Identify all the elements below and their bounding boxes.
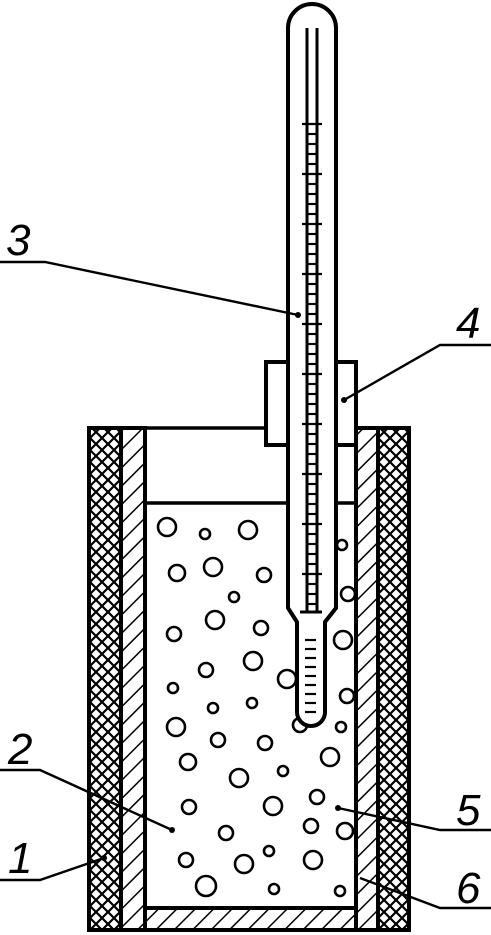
bubble: [319, 746, 341, 768]
bubble: [233, 853, 255, 875]
bubble: [267, 882, 281, 896]
bubble: [237, 519, 259, 541]
label-1: 1: [8, 834, 32, 883]
bubble: [332, 629, 354, 651]
bubble: [338, 687, 356, 705]
bubble: [197, 661, 215, 679]
outer-insulation: [87, 426, 411, 932]
bubble: [334, 720, 348, 734]
bubble: [228, 767, 250, 789]
bubble: [245, 696, 259, 710]
bubble: [204, 609, 226, 631]
bubble: [165, 716, 187, 738]
bubble: [198, 527, 212, 541]
bubble: [308, 788, 326, 806]
bubble: [156, 516, 178, 538]
leader-lines: [0, 260, 491, 910]
bubble: [339, 585, 357, 603]
bubble: [165, 625, 183, 643]
bubble: [209, 731, 227, 749]
bubble: [262, 844, 276, 858]
bubble: [252, 619, 270, 637]
bubble: [217, 824, 235, 842]
bubble: [276, 668, 298, 690]
bubble: [206, 701, 220, 715]
label-5: 5: [456, 786, 481, 835]
bubble: [227, 590, 241, 604]
bubble: [180, 798, 198, 816]
bubble: [335, 821, 355, 841]
bubble: [242, 650, 264, 672]
bubble: [177, 851, 195, 869]
bubble: [167, 563, 187, 583]
bubble: [194, 874, 218, 898]
bubble: [255, 566, 273, 584]
bubble: [166, 681, 180, 695]
bubble: [178, 752, 198, 772]
bubble: [333, 884, 347, 898]
thermometer-scale: [302, 122, 322, 714]
label-2: 2: [7, 725, 32, 774]
label-6: 6: [456, 864, 481, 913]
inner-vessel: [119, 426, 380, 932]
bubble: [256, 734, 274, 752]
thermometer: [286, 2, 338, 728]
bubble: [262, 795, 284, 817]
bubble: [302, 849, 324, 871]
bubbles: [156, 516, 357, 898]
bubble: [302, 817, 320, 835]
label-3: 3: [6, 216, 31, 265]
leader-dots: [101, 312, 347, 861]
label-4: 4: [456, 299, 480, 348]
bubble: [276, 764, 290, 778]
bubble: [335, 538, 349, 552]
bubble: [202, 556, 224, 578]
